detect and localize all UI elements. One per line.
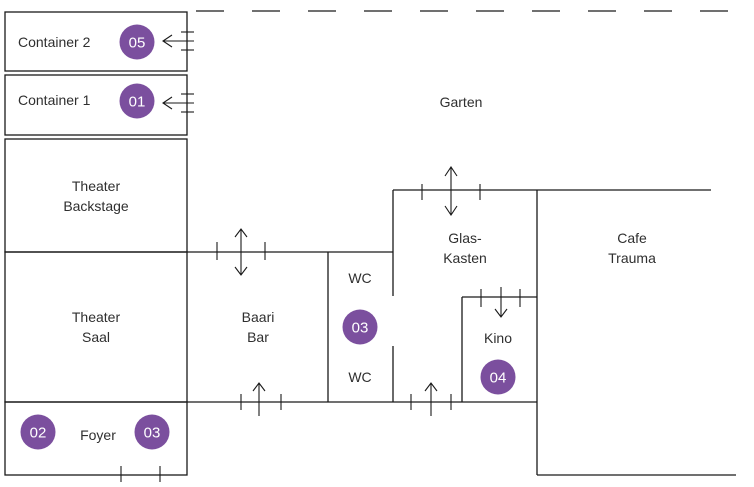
- badge-container-2: 05: [119, 24, 155, 60]
- badge-container-1: 01: [119, 83, 155, 119]
- room-label-theater-saal-2: Saal: [82, 329, 110, 345]
- room-label-cafe-trauma-1: Cafe: [617, 230, 647, 246]
- container-1-room: [4, 74, 188, 136]
- room-label-kino: Kino: [484, 330, 512, 346]
- badge-kino: 04: [480, 359, 516, 395]
- room-label-theater-backstage-1: Theater: [72, 178, 121, 194]
- room-label-container-2: Container 2: [18, 34, 91, 50]
- theater-backstage-room: [4, 138, 188, 253]
- door-glaskasten-garten: [421, 166, 481, 216]
- container-2-entrance-arrow: [162, 31, 194, 51]
- room-label-glaskasten-2: Kasten: [443, 250, 487, 266]
- room-label-container-1: Container 1: [18, 92, 91, 108]
- room-label-theater-backstage-2: Backstage: [63, 198, 129, 214]
- room-label-wc-upper: WC: [348, 270, 371, 286]
- room-label-baari-bar-2: Bar: [247, 329, 269, 345]
- svg-text:03: 03: [352, 320, 369, 337]
- theater-saal-room: [4, 251, 188, 403]
- room-label-glaskasten-1: Glas-: [448, 230, 482, 246]
- door-foyer-entrance: [120, 466, 161, 482]
- badge-foyer-right: 03: [134, 414, 170, 450]
- container-1-entrance-arrow: [162, 93, 194, 113]
- room-label-cafe-trauma-2: Trauma: [608, 250, 656, 266]
- badge-foyer-left: 02: [20, 414, 56, 450]
- door-kino-entrance: [480, 287, 521, 318]
- svg-text:01: 01: [129, 94, 146, 111]
- foyer-room: [4, 401, 188, 476]
- door-backstage-bar: [216, 228, 266, 276]
- door-foyer-glaskasten: [410, 382, 452, 416]
- svg-text:04: 04: [490, 370, 507, 387]
- room-label-garten: Garten: [440, 94, 483, 110]
- room-label-foyer: Foyer: [80, 427, 116, 443]
- badge-wc: 03: [342, 309, 378, 345]
- room-label-wc-lower: WC: [348, 369, 371, 385]
- room-label-theater-saal-1: Theater: [72, 309, 121, 325]
- svg-text:02: 02: [30, 425, 47, 442]
- door-foyer-bar: [240, 382, 282, 416]
- svg-text:05: 05: [129, 35, 146, 52]
- room-label-baari-bar-1: Baari: [242, 309, 275, 325]
- svg-text:03: 03: [144, 425, 161, 442]
